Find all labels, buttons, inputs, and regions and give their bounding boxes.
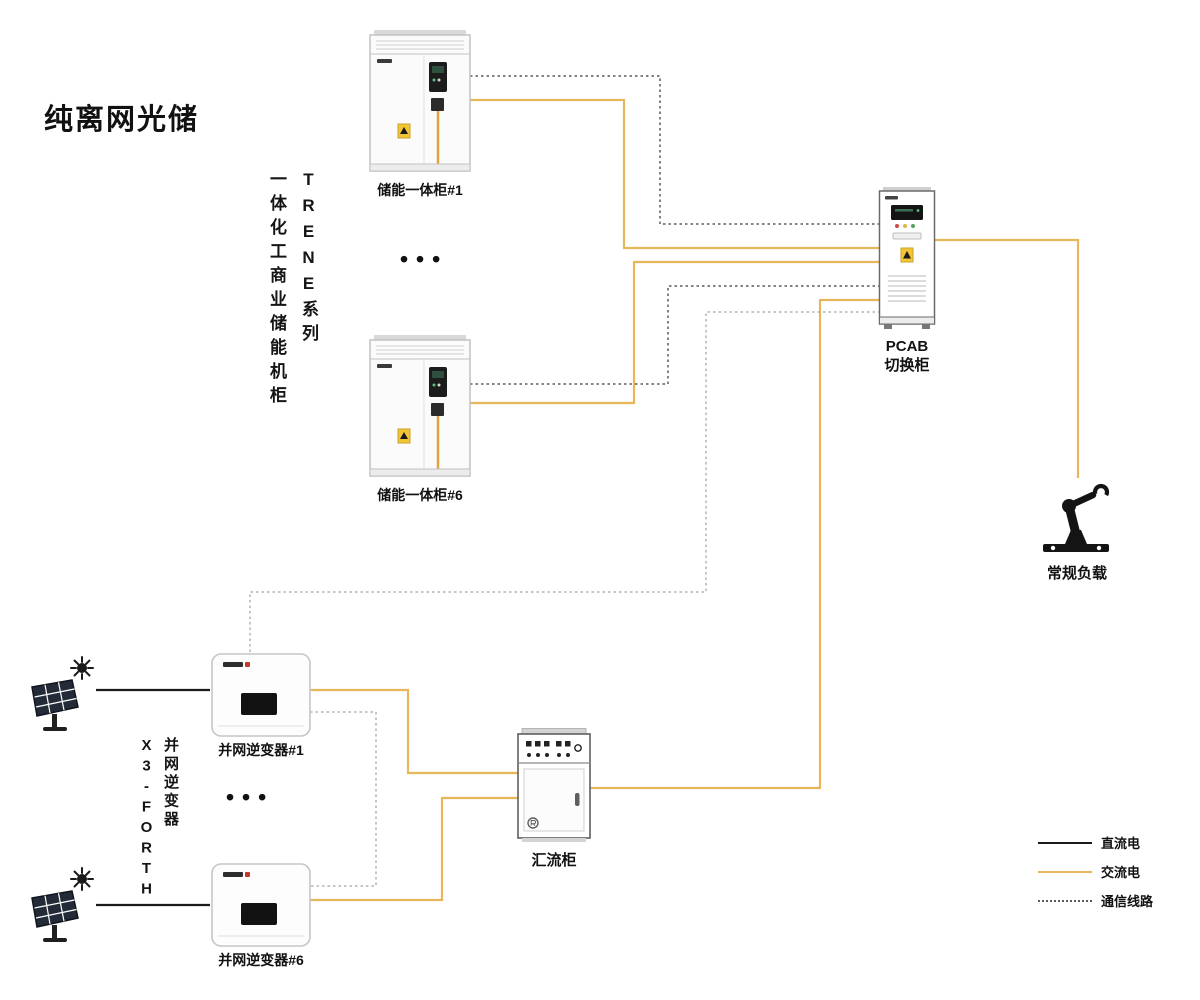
- pcab-cabinet-icon: [878, 187, 936, 329]
- pv-array-2: [25, 866, 100, 949]
- inverter-icon: [211, 863, 311, 947]
- pcab-label-line2: 切换柜: [884, 356, 930, 374]
- connection-cabinet6-comm-to-pcab: [470, 285, 880, 385]
- storage-cabinet-6-label: 储能一体柜#6: [377, 487, 463, 503]
- connection-inverter6-ac-to-combiner: [310, 796, 518, 902]
- legend-label-dc: 直流电: [1101, 836, 1141, 851]
- inverter-series-label-cn: 并网逆变器: [162, 737, 179, 830]
- storage-cabinet-icon: [369, 335, 471, 477]
- pv-array-1: [25, 655, 100, 738]
- pcab-cabinet: [878, 186, 936, 337]
- legend-row-ac: 交流电: [1038, 862, 1153, 881]
- storage-cabinet-1: [368, 28, 472, 183]
- storage-series-vertical-label: 一体化工商业储能机柜 TRENE系列: [264, 170, 321, 410]
- storage-series-label-cn: 一体化工商业储能机柜: [267, 170, 286, 410]
- storage-cabinet-6: [368, 333, 472, 488]
- connection-inverter-comm-chain: [310, 711, 377, 887]
- legend: 直流电 交流电 通信线路: [1038, 833, 1153, 910]
- legend-label-comm: 通信线路: [1101, 894, 1154, 909]
- grid-inverter-6-label: 并网逆变器#6: [218, 952, 304, 968]
- legend-row-dc: 直流电: [1038, 833, 1153, 852]
- inverter-icon: [211, 653, 311, 737]
- inverter-ellipsis: •••: [226, 784, 275, 810]
- grid-inverter-1-label: 并网逆变器#1: [218, 742, 304, 758]
- combiner-cabinet-icon: [517, 728, 591, 842]
- robot-arm-icon: [1043, 483, 1110, 552]
- legend-label-ac: 交流电: [1101, 865, 1141, 880]
- connection-cabinet1-ac-to-pcab: [470, 98, 880, 250]
- grid-inverter-1: [210, 652, 312, 743]
- regular-load: [1035, 478, 1119, 567]
- comm-line-swatch: [1038, 899, 1092, 902]
- pcab-label-line1: PCAB: [885, 338, 929, 355]
- storage-cabinet-ellipsis: •••: [400, 246, 449, 272]
- combiner-cabinet-label: 汇流柜: [531, 852, 577, 869]
- combiner-cabinet: [516, 727, 592, 850]
- inverter-series-label-en: X3-FORTH: [138, 737, 155, 901]
- dc-line-swatch: [1038, 841, 1092, 844]
- connection-inverter-comm-to-pcab: [249, 311, 880, 652]
- connection-cabinet6-ac-to-pcab: [470, 260, 880, 405]
- legend-row-comm: 通信线路: [1038, 891, 1153, 910]
- connection-inverter1-ac-to-combiner: [310, 688, 518, 775]
- page-title: 纯离网光储: [44, 104, 200, 136]
- storage-cabinet-1-label: 储能一体柜#1: [377, 182, 463, 198]
- pcab-cabinet-label: PCAB 切换柜: [857, 338, 957, 376]
- storage-series-label-en: TRENE系列: [299, 170, 318, 348]
- grid-inverter-6: [210, 862, 312, 953]
- inverter-series-vertical-label: X3-FORTH 并网逆变器: [138, 737, 181, 901]
- solar-panel-icon: [31, 656, 94, 731]
- regular-load-label: 常规负载: [1046, 565, 1107, 582]
- ac-line-swatch: [1038, 870, 1092, 873]
- connection-cabinet1-comm-to-pcab: [470, 75, 880, 225]
- solar-panel-icon: [31, 867, 94, 942]
- connection-combiner-ac-to-pcab: [590, 298, 880, 790]
- storage-cabinet-icon: [369, 30, 471, 172]
